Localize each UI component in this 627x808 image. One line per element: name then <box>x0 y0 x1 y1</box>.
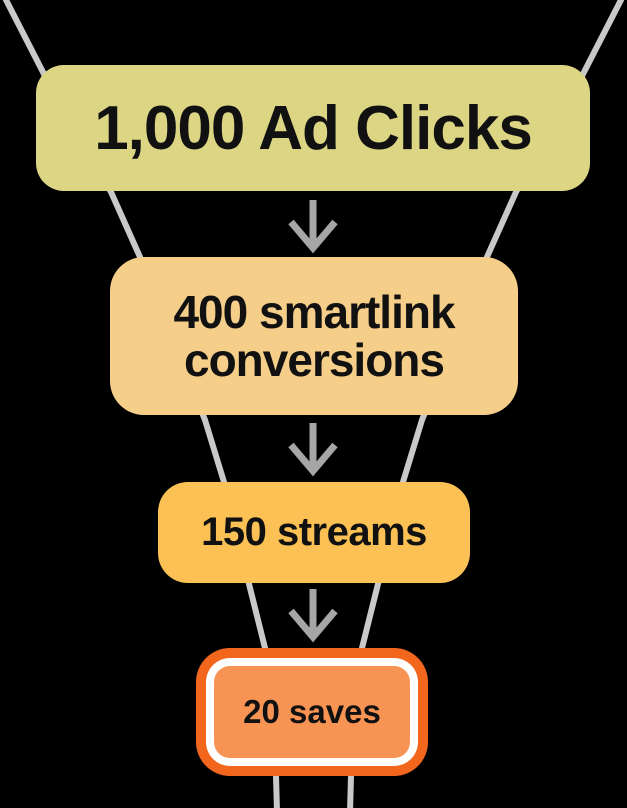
stage-smartlink-conversions-label: 400 smartlink conversions <box>173 285 455 386</box>
arrow-down-icon-2 <box>288 423 338 477</box>
funnel-stage-saves-highlight-outline: 20 saves <box>196 648 428 776</box>
arrow-down-icon-1 <box>288 200 338 254</box>
stage-saves-label: 20 saves <box>243 693 381 730</box>
stage-ad-clicks-label: 1,000 Ad Clicks <box>94 93 533 163</box>
stage-streams-label: 150 streams <box>201 510 427 554</box>
funnel-stage-saves-ring: 20 saves <box>206 658 418 766</box>
funnel-stage-ad-clicks: 1,000 Ad Clicks <box>36 65 590 191</box>
arrow-down-icon-3 <box>288 589 338 643</box>
funnel-stage-saves: 20 saves <box>214 666 410 758</box>
funnel-stage-smartlink-conversions: 400 smartlink conversions <box>110 257 518 415</box>
funnel-stage-streams: 150 streams <box>158 482 470 583</box>
